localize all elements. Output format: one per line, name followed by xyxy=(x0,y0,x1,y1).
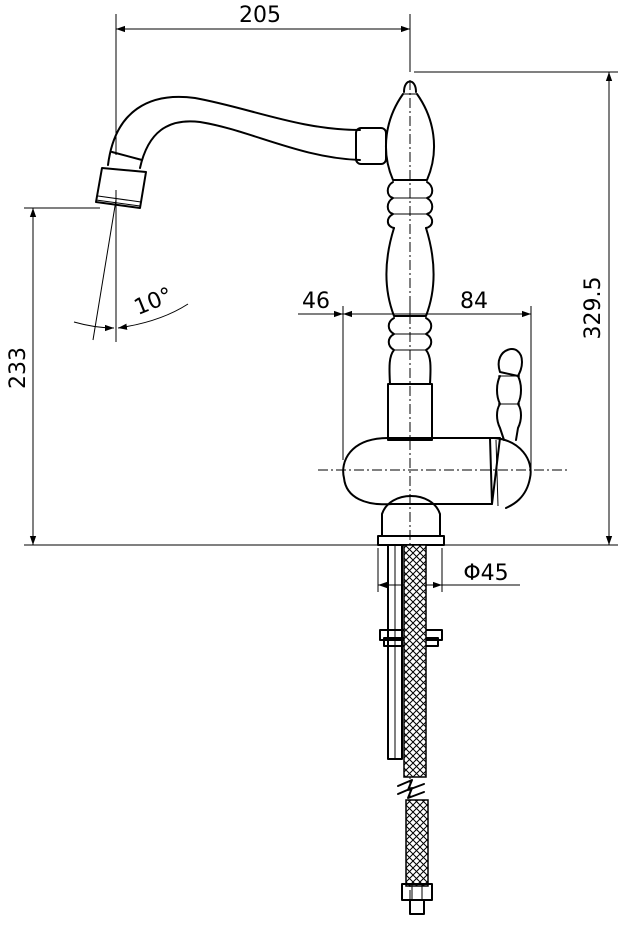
faucet-body xyxy=(318,437,570,509)
lever-handle xyxy=(496,348,523,441)
dimension-body-right-label: 84 xyxy=(460,289,488,314)
hose-connector-nut xyxy=(401,883,433,915)
dimension-base-diameter: Φ45 xyxy=(377,548,520,592)
dimension-spout-reach-label: 205 xyxy=(239,3,281,28)
spout xyxy=(95,96,361,209)
mounting-shank xyxy=(379,544,443,760)
dimension-total-height-label: 329.5 xyxy=(581,277,606,340)
braided-hose-upper xyxy=(403,544,427,778)
dimension-spout-angle-label: 10° xyxy=(131,283,177,321)
braided-hose-lower xyxy=(405,799,429,887)
hose-break-symbol xyxy=(397,779,425,799)
dimension-spout-reach: 205 xyxy=(115,3,411,155)
dimension-spout-height: 233 xyxy=(6,207,380,546)
dimension-body-left-label: 46 xyxy=(302,289,330,314)
dimension-spout-angle: 10° xyxy=(73,190,189,342)
spout-collar xyxy=(355,127,387,165)
dimension-total-height: 329.5 xyxy=(414,71,618,546)
faucet-column xyxy=(385,80,435,900)
dimension-spout-height-label: 233 xyxy=(6,347,31,389)
dimension-base-diameter-label: Φ45 xyxy=(463,561,508,586)
